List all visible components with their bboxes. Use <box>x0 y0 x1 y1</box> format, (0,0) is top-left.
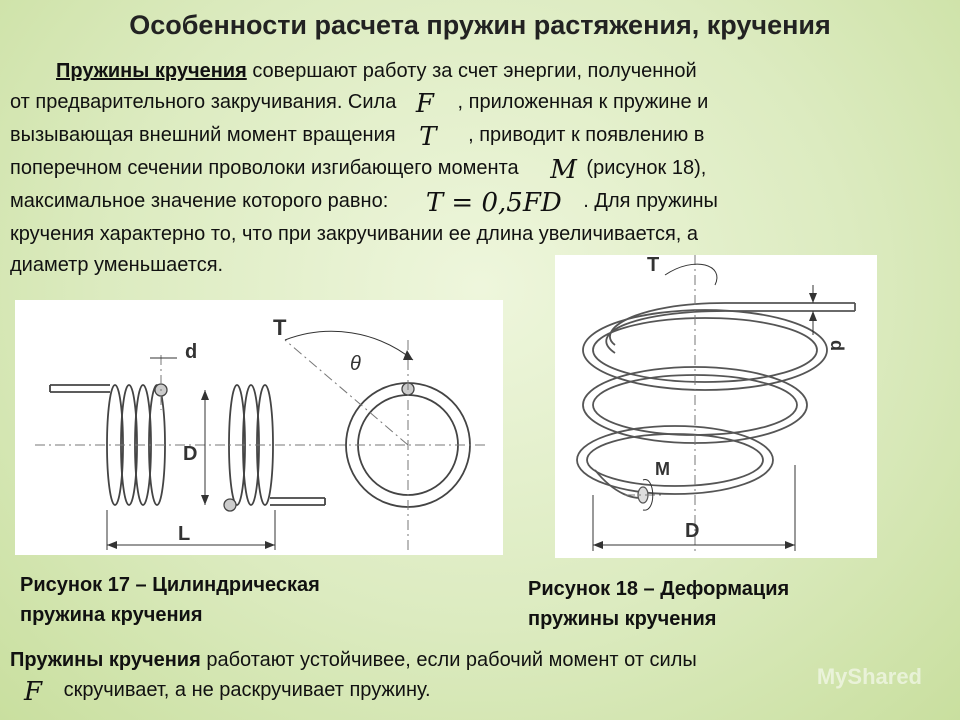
bottom-note: Пружины кручения работают устойчивее, ес… <box>10 645 950 707</box>
bottom-text: скручивает, а не раскручивает пружину. <box>58 679 431 701</box>
caption-line: пружины кручения <box>528 608 717 630</box>
term-torsion-springs: Пружины кручения <box>10 649 201 671</box>
paragraph-line-7: диаметр уменьшается. <box>10 254 224 276</box>
fig17-label-d: d <box>185 341 197 363</box>
figure-17: d D L T θ <box>15 300 503 555</box>
fig18-label-T: T <box>647 255 659 276</box>
figure-18-caption: Рисунок 18 – Деформация пружины кручения <box>528 574 789 634</box>
figure-17-drawing: d D L T θ <box>35 315 485 550</box>
caption-line: пружина кручения <box>20 604 203 626</box>
figure-17-caption: Рисунок 17 – Цилиндрическая пружина круч… <box>20 570 320 630</box>
bottom-text: работают устойчивее, если рабочий момент… <box>200 649 697 671</box>
figure-18: T d M D <box>555 254 877 558</box>
paragraph-line-1: Пружины кручения совершают работу за сче… <box>10 56 950 87</box>
fig18-label-D: D <box>685 520 699 542</box>
paragraph-text: . Для пружины <box>583 190 718 212</box>
math-T: T <box>419 122 437 152</box>
bottom-line-1: Пружины кручения работают устойчивее, ес… <box>10 645 950 675</box>
fig17-label-L: L <box>178 523 190 545</box>
intro-paragraph: Пружины кручения совершают работу за сче… <box>10 56 950 281</box>
fig17-label-T: T <box>273 315 287 340</box>
slide-title: Особенности расчета пружин растяжения, к… <box>129 10 831 40</box>
fig17-label-theta: θ <box>350 353 361 375</box>
paragraph-text: вызывающая внешний момент вращения <box>10 124 396 146</box>
caption-line: Рисунок 18 – Деформация <box>528 578 790 600</box>
math-F: F <box>24 677 43 707</box>
figure-18-drawing: T d M D <box>576 254 856 555</box>
watermark: MyShared <box>816 664 922 689</box>
paragraph-text: поперечном сечении проволоки изгибающего… <box>10 157 519 179</box>
formula: T = 0,5FD <box>425 188 562 218</box>
paragraph-line-5: максимальное значение которого равно: T … <box>10 186 950 219</box>
paragraph-text: (рисунок 18), <box>586 157 707 179</box>
paragraph-text: совершают работу за счет энергии, получе… <box>246 60 697 82</box>
math-F: F <box>415 89 434 119</box>
bottom-line-2: F скручивает, а не раскручивает пружину. <box>10 675 950 707</box>
paragraph-text: , приложенная к пружине и <box>457 91 709 113</box>
paragraph-line-2: от предварительного закручивания. Сила F… <box>10 87 950 120</box>
paragraph-text: максимальное значение которого равно: <box>10 190 389 212</box>
paragraph-line-3: вызывающая внешний момент вращения T , п… <box>10 120 950 153</box>
math-M: M <box>550 155 577 185</box>
fig17-label-D: D <box>183 443 197 465</box>
paragraph-line-4: поперечном сечении проволоки изгибающего… <box>10 153 950 186</box>
paragraph-text: , приводит к появлению в <box>468 124 705 146</box>
term-torsion-springs: Пружины кручения <box>56 60 247 82</box>
paragraph-text: от предварительного закручивания. Сила <box>10 91 397 113</box>
caption-line: Рисунок 17 – Цилиндрическая <box>20 574 320 596</box>
fig18-label-d: d <box>827 340 847 351</box>
paragraph-line-6: кручения характерно то, что при закручив… <box>10 223 699 245</box>
fig18-label-M: M <box>655 459 670 479</box>
